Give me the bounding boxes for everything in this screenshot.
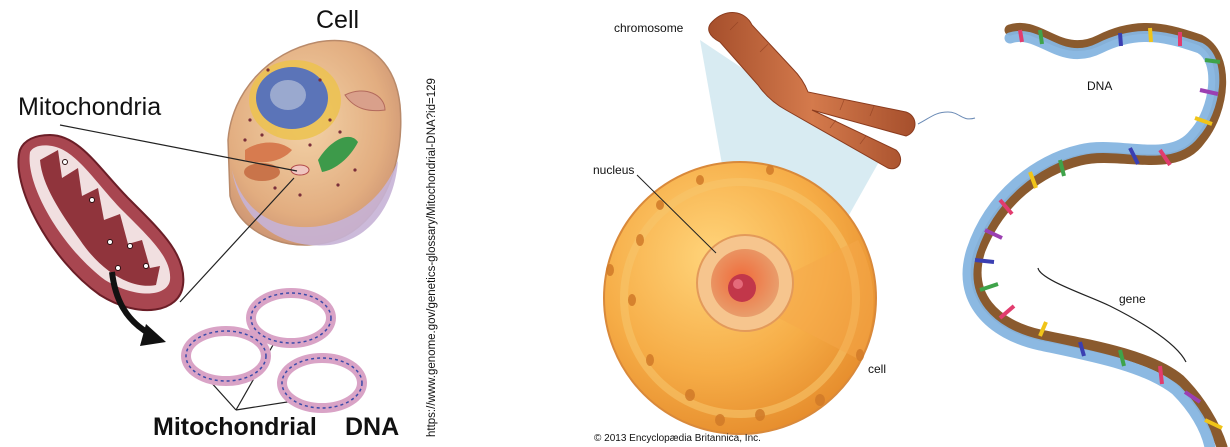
chromosome-label: chromosome: [614, 21, 683, 35]
gene-label: gene: [1119, 292, 1146, 306]
mitochondrial-dna-label-2: DNA: [345, 413, 399, 442]
source-url-text: https://www.genome.gov/genetics-glossary…: [426, 78, 438, 437]
nucleus-label: nucleus: [593, 163, 634, 177]
cell-sphere-illustration: [604, 162, 876, 434]
cell-label: Cell: [316, 6, 359, 35]
copyright-text: © 2013 Encyclopædia Britannica, Inc.: [594, 433, 761, 444]
mtdna-rings: [186, 293, 362, 408]
eukaryotic-cell-illustration: [228, 41, 401, 246]
mitochondrial-dna-label: Mitochondrial: [153, 413, 317, 442]
mitochondria-label: Mitochondria: [18, 93, 161, 122]
dna-label: DNA: [1087, 79, 1112, 93]
cell-label-right: cell: [868, 362, 886, 376]
mitochondrion-illustration: [18, 135, 183, 346]
